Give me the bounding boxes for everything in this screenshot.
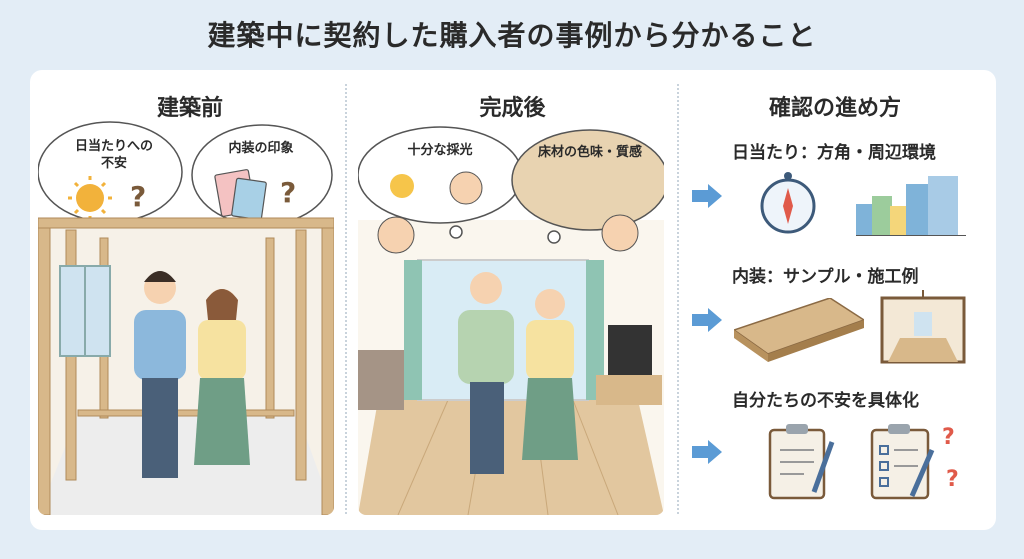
sun-icon — [68, 176, 112, 220]
worry-sunlight-text: 日当たりへの 不安 — [74, 139, 153, 171]
clipboard-checklist-icon: ? ? — [870, 424, 959, 500]
step-concerns-label: 自分たちの不安を具体化 — [732, 391, 919, 411]
wife-figure — [194, 289, 250, 465]
arrow-right-icon — [692, 184, 722, 208]
step-interior-label: 内装：サンプル・施工例 — [732, 267, 919, 287]
question-mark-left: ? — [130, 180, 147, 213]
ample-light-text: 十分な採光 — [407, 143, 473, 158]
column-divider-1 — [345, 84, 347, 514]
smiling-face-icon — [449, 171, 483, 205]
steps-heading: 確認の進め方 — [768, 96, 901, 121]
column-divider-2 — [677, 84, 679, 514]
question-mark-right: ? — [280, 176, 297, 209]
after-scene — [358, 126, 664, 515]
arrow-right-icon — [692, 440, 722, 464]
step-sunlight-label: 日当たり：方角・周辺環境 — [732, 143, 936, 163]
husband-figure — [458, 272, 514, 474]
before-scene — [38, 121, 334, 515]
flooring-texture-text: 床材の色味・質感 — [537, 145, 642, 160]
page-title: 建築中に契約した購入者の事例から分かること — [207, 19, 817, 52]
compass-icon — [760, 172, 816, 234]
sun-icon — [390, 174, 414, 198]
wife-face-icon — [377, 216, 415, 254]
clipboard-notes-icon — [768, 424, 835, 500]
city-buildings-icon — [856, 176, 966, 236]
husband-figure — [134, 271, 186, 478]
arrow-right-icon — [692, 308, 722, 332]
thought-bubble-right — [511, 129, 664, 244]
husband-face-icon — [601, 214, 639, 252]
framed-room-photo-icon — [880, 290, 966, 364]
photo-samples-icon — [214, 169, 267, 221]
after-heading: 完成後 — [479, 96, 546, 121]
interior-impression-text: 内装の印象 — [228, 141, 294, 156]
svg-text:?: ? — [942, 425, 955, 450]
wife-figure — [522, 289, 578, 460]
svg-text:?: ? — [946, 467, 959, 492]
before-heading: 建築前 — [156, 96, 223, 121]
flooring-sample-icon — [734, 298, 864, 362]
